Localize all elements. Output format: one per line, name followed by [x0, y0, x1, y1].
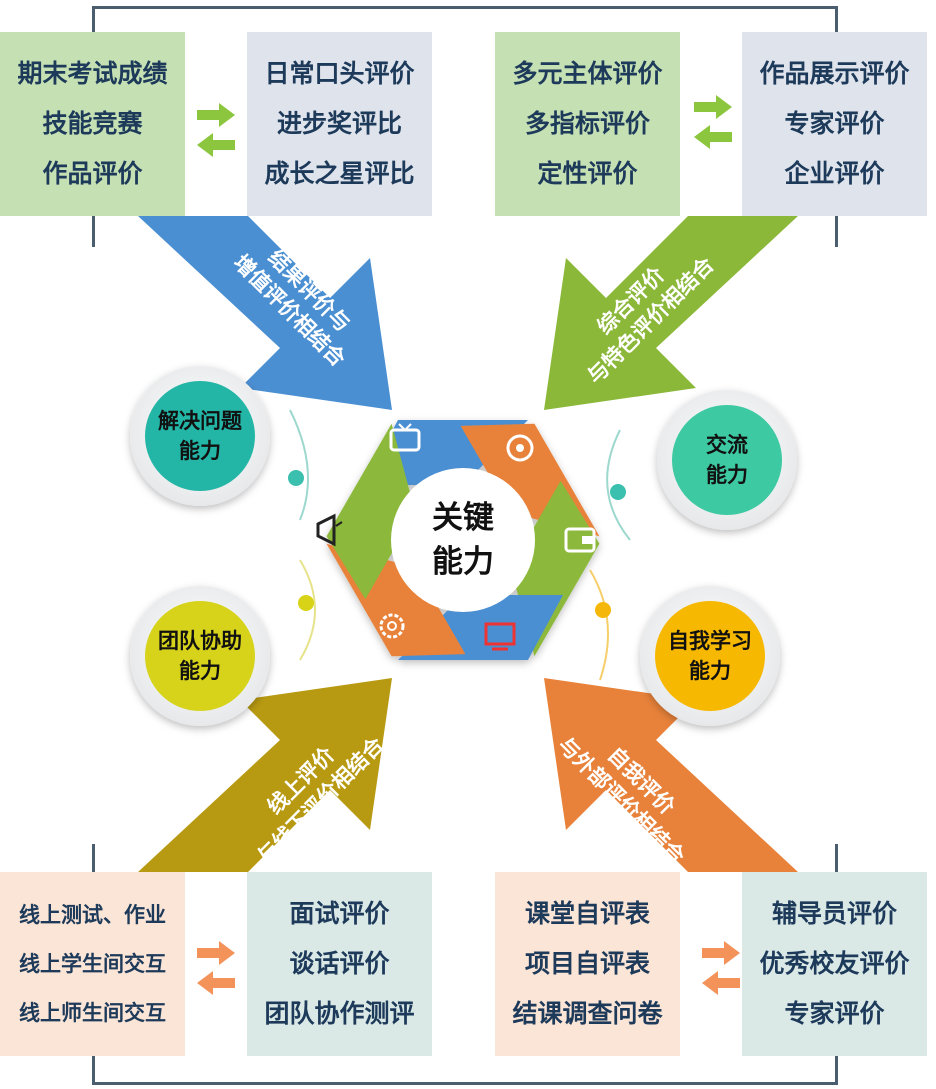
bottom-left-right-box: 面试评价 谈话评价 团队协作测评 — [247, 872, 432, 1056]
box-item: 谈话评价 — [289, 949, 390, 978]
center-line2: 能力 — [432, 544, 494, 580]
box-item: 团队协作测评 — [264, 999, 415, 1028]
arrow-online-offline — [138, 678, 392, 872]
top-left-left-box: 期末考试成绩 技能竞赛 作品评价 — [0, 32, 185, 216]
disc-icon — [506, 434, 534, 462]
ability-label-line2: 能力 — [689, 659, 731, 683]
ability-communication-circle — [657, 390, 797, 530]
box-item: 企业评价 — [784, 159, 885, 188]
box-item: 课堂自评表 — [524, 899, 650, 928]
ability-teamwork: 团队协助 能力 — [145, 626, 255, 686]
box-item: 面试评价 — [289, 899, 390, 928]
bottom-right-left-box: 课堂自评表 项目自评表 结课调查问卷 — [495, 872, 680, 1056]
box-item: 作品评价 — [42, 159, 143, 188]
arrow-self-external — [544, 678, 798, 872]
box-item: 专家评价 — [784, 109, 885, 138]
box-item: 结课调查问卷 — [512, 999, 663, 1028]
ability-teamwork-circle — [130, 586, 270, 726]
wallet-icon — [564, 527, 596, 553]
arrow-comprehensive-specialty — [544, 216, 798, 410]
box-item: 多元主体评价 — [512, 59, 663, 88]
gear-icon — [379, 613, 405, 639]
connector-dot — [595, 602, 611, 618]
box-item: 优秀校友评价 — [759, 949, 910, 978]
arrow-result-value-added — [138, 216, 392, 410]
ability-label-line1: 团队协助 — [158, 629, 242, 653]
exchange-arrows-bottom-right — [702, 941, 740, 995]
monitor-icon — [484, 622, 516, 651]
box-item: 多指标评价 — [524, 109, 650, 138]
exchange-arrows-bottom-left — [197, 941, 235, 995]
ability-label-line1: 交流 — [706, 433, 748, 457]
box-item: 线上测试、作业 — [19, 902, 166, 927]
center-key-ability: 关键 能力 — [393, 490, 533, 590]
bottom-left-left-box: 线上测试、作业 线上学生间交互 线上师生间交互 — [0, 872, 185, 1056]
box-item: 项目自评表 — [524, 949, 650, 978]
box-item: 线上师生间交互 — [19, 1000, 166, 1025]
center-line1: 关键 — [432, 500, 494, 536]
exchange-arrows-top-right — [694, 95, 732, 149]
ability-label-line1: 解决问题 — [158, 409, 242, 433]
top-left-right-box: 日常口头评价 进步奖评比 成长之星评比 — [247, 32, 432, 216]
ability-self-learning: 自我学习 能力 — [655, 626, 765, 686]
connector-dot — [298, 595, 314, 611]
tv-icon — [389, 423, 421, 452]
ability-problem-solving-circle — [130, 366, 270, 506]
box-item: 辅导员评价 — [771, 899, 897, 928]
ability-label-line2: 能力 — [706, 463, 748, 487]
connector-dot — [610, 484, 626, 500]
box-item: 线上学生间交互 — [19, 951, 166, 976]
megaphone-icon — [316, 513, 343, 547]
box-item: 期末考试成绩 — [17, 59, 168, 88]
ability-problem-solving: 解决问题 能力 — [145, 406, 255, 466]
ability-label-line1: 自我学习 — [668, 629, 752, 653]
box-item: 技能竞赛 — [42, 109, 143, 138]
key-ability-rotor — [326, 420, 600, 660]
top-right-left-box: 多元主体评价 多指标评价 定性评价 — [495, 32, 680, 216]
exchange-arrows-top-left — [197, 103, 235, 157]
box-item: 日常口头评价 — [264, 59, 415, 88]
connector-dot — [288, 470, 304, 486]
box-item: 进步奖评比 — [276, 109, 402, 138]
top-right-right-box: 作品展示评价 专家评价 企业评价 — [742, 32, 927, 216]
ability-label-line2: 能力 — [179, 659, 221, 683]
box-item: 成长之星评比 — [264, 159, 415, 188]
box-item: 专家评价 — [784, 999, 885, 1028]
box-item: 作品展示评价 — [759, 59, 910, 88]
ability-self-learning-circle — [640, 586, 780, 726]
ability-label-line2: 能力 — [179, 439, 221, 463]
ability-communication: 交流 能力 — [672, 430, 782, 490]
box-item: 定性评价 — [537, 159, 638, 188]
bottom-right-right-box: 辅导员评价 优秀校友评价 专家评价 — [742, 872, 927, 1056]
